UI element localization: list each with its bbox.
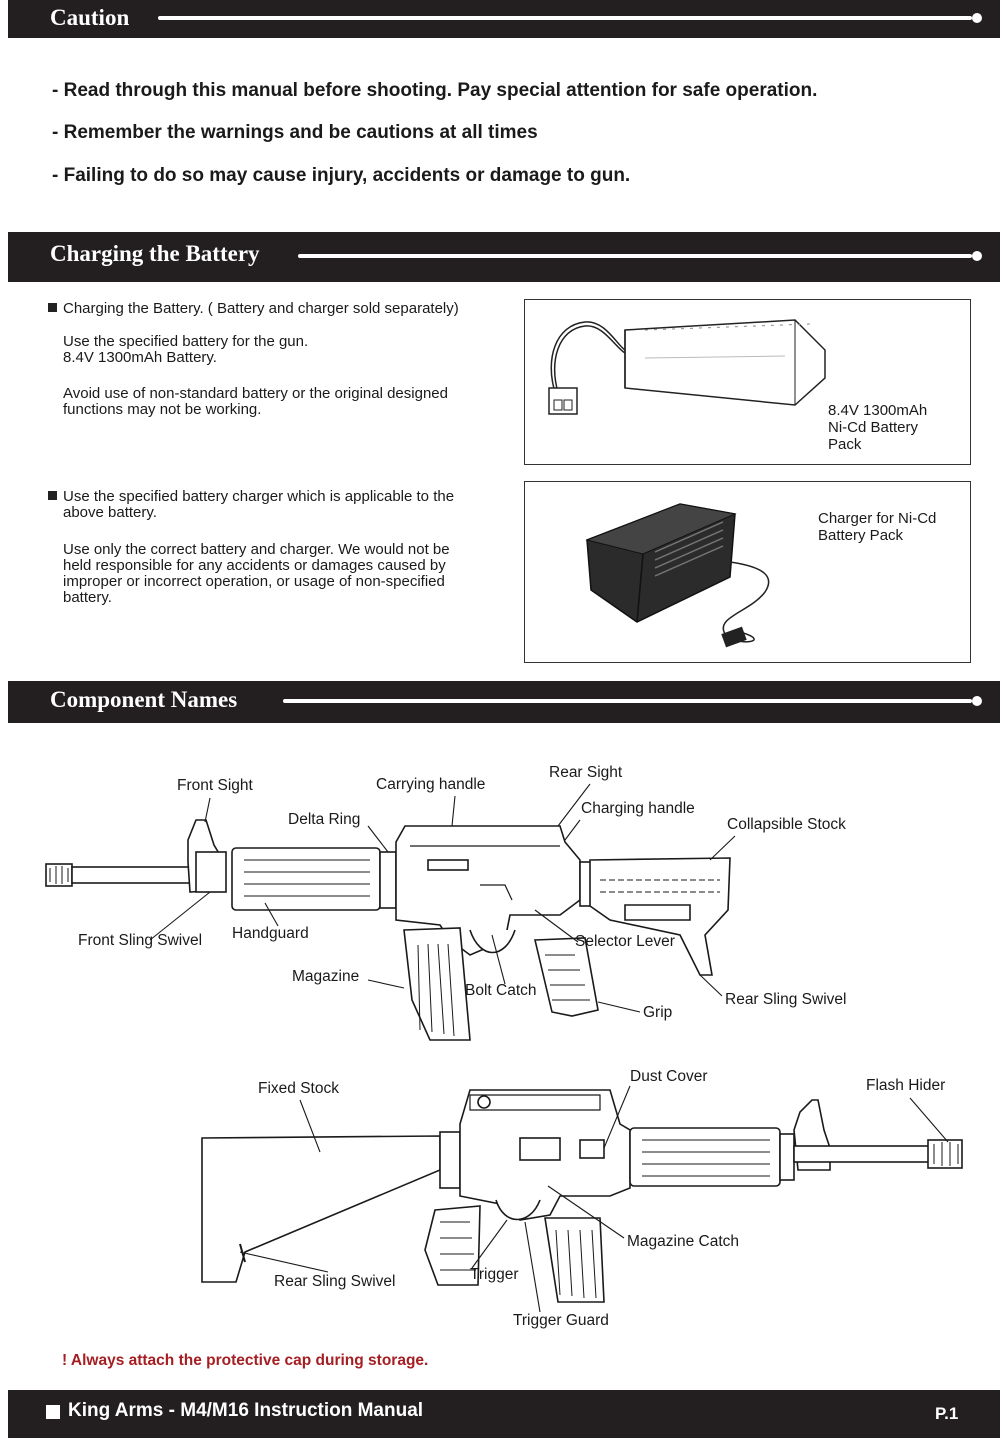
charger-label: Charger for Ni-Cd Battery Pack [818, 510, 937, 544]
charger-heading: Use the specified battery charger which … [48, 489, 454, 521]
caution-header-bar: Caution [8, 0, 1000, 38]
bullet-square [48, 491, 57, 500]
header-rule-dot [972, 13, 982, 23]
footer-bar [8, 1390, 1000, 1438]
m4-rifle-illustration [45, 819, 731, 1041]
label-charging-handle: Charging handle [581, 800, 695, 817]
charger-image-box: Charger for Ni-Cd Battery Pack [524, 481, 971, 663]
label-front-sling-swivel: Front Sling Swivel [78, 932, 203, 949]
charging-title: Charging the Battery [50, 241, 260, 266]
caution-line-1: - Read through this manual before shooti… [52, 80, 818, 101]
label-carrying-handle: Carrying handle [376, 776, 486, 793]
storage-warning: ! Always attach the protective cap durin… [62, 1352, 429, 1369]
header-rule-dot [972, 251, 982, 261]
label-selector-lever: Selector Lever [575, 933, 675, 950]
label-dust-cover: Dust Cover [630, 1068, 708, 1085]
caution-title: Caution [50, 5, 130, 30]
header-rule [158, 16, 972, 20]
label-grip: Grip [643, 1004, 673, 1021]
header-rule [298, 254, 972, 258]
components-header-bar: Component Names [8, 681, 1000, 723]
header-rule [283, 699, 972, 703]
label-delta-ring: Delta Ring [288, 811, 361, 828]
m16-rifle-illustration [201, 1089, 963, 1303]
caution-line-3: - Failing to do so may cause injury, acc… [52, 165, 631, 186]
battery-pack-illustration [548, 319, 826, 415]
components-title: Component Names [50, 687, 238, 712]
header-rule-dot [972, 696, 982, 706]
label-flash-hider: Flash Hider [866, 1077, 946, 1094]
label-fixed-stock: Fixed Stock [258, 1080, 339, 1097]
battery-heading: Charging the Battery. ( Battery and char… [48, 301, 459, 317]
charger-illustration [585, 503, 770, 648]
label-rear-sling-swivel-m16: Rear Sling Swivel [274, 1273, 396, 1290]
footer-title: King Arms - M4/M16 Instruction Manual [68, 1400, 424, 1421]
label-rear-sling-swivel-m4: Rear Sling Swivel [725, 991, 847, 1008]
battery-text-2: Avoid use of non-standard battery or the… [63, 385, 448, 418]
footer-bullet-square [46, 1405, 60, 1419]
label-trigger: Trigger [470, 1266, 519, 1283]
charger-text: Use only the correct battery and charger… [63, 541, 450, 606]
label-bolt-catch: Bolt Catch [465, 982, 537, 999]
label-rear-sight: Rear Sight [549, 764, 623, 781]
label-magazine: Magazine [292, 968, 360, 985]
bullet-square [48, 303, 57, 312]
label-magazine-catch: Magazine Catch [627, 1233, 740, 1250]
label-trigger-guard: Trigger Guard [513, 1312, 609, 1329]
battery-image-box: 8.4V 1300mAh Ni-Cd Battery Pack [524, 299, 971, 465]
label-front-sight: Front Sight [177, 777, 253, 794]
battery-text-1: Use the specified battery for the gun. 8… [63, 333, 309, 366]
label-handguard: Handguard [232, 925, 309, 942]
battery-label: 8.4V 1300mAh Ni-Cd Battery Pack [828, 402, 928, 453]
charging-header-bar: Charging the Battery [8, 232, 1000, 282]
m4-callout-lines [149, 783, 736, 1013]
page-number: P.1 [935, 1404, 959, 1423]
label-collapsible-stock: Collapsible Stock [727, 816, 846, 833]
caution-line-2: - Remember the warnings and be cautions … [52, 122, 538, 143]
